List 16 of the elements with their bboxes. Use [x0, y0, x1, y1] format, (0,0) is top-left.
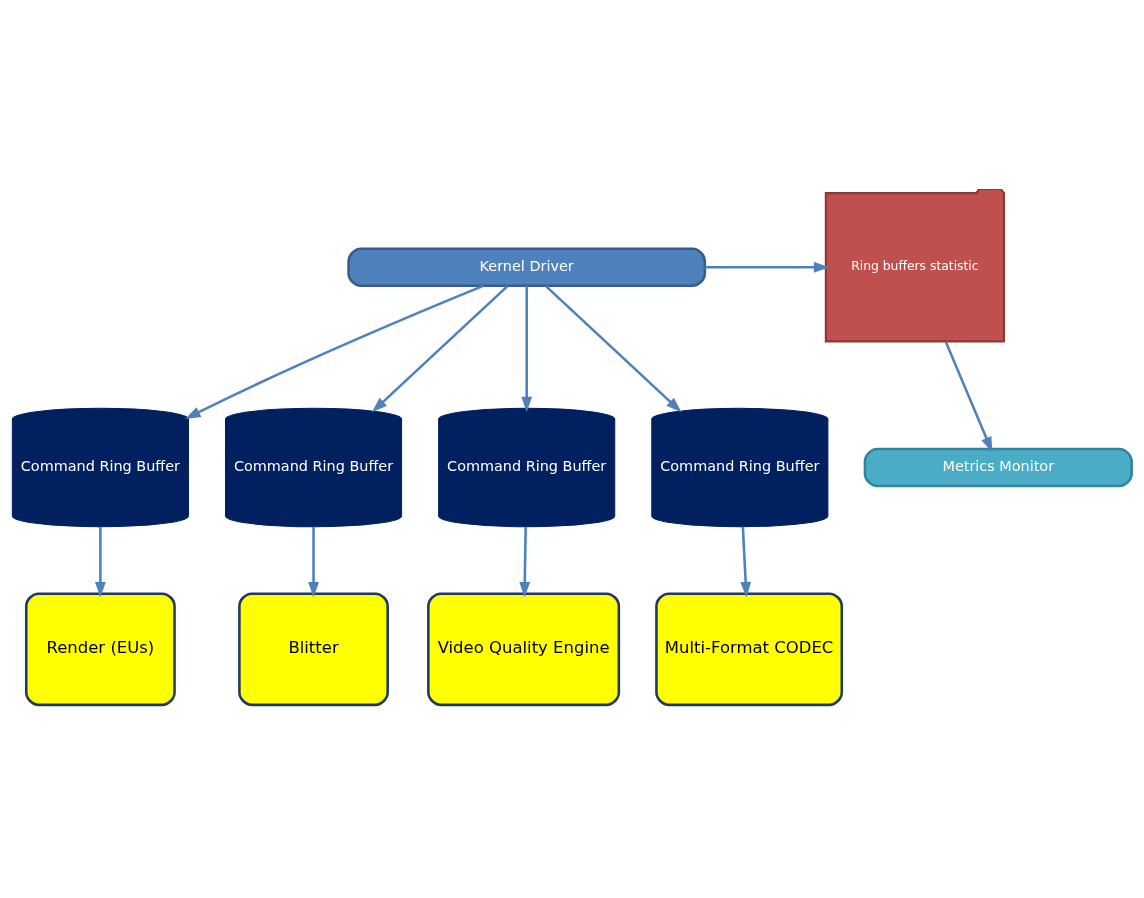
- node-box: Blitter: [238, 592, 389, 707]
- arrow: [185, 284, 484, 420]
- arrow: [94, 526, 106, 598]
- node-box: Video Quality Engine: [427, 592, 621, 707]
- node-box: Multi-Format CODEC: [655, 592, 844, 707]
- arrow: [944, 341, 993, 453]
- arrow: [740, 526, 752, 598]
- arrow: [544, 284, 682, 413]
- node-box: Metrics Monitor: [863, 447, 1133, 488]
- arrow: [521, 285, 533, 413]
- arrow: [704, 261, 830, 273]
- node-box: Kernel Driver: [347, 247, 707, 288]
- arrow: [519, 526, 531, 598]
- node-box: Render (EUs): [24, 592, 176, 707]
- arrow: [308, 526, 319, 598]
- arrow: [371, 284, 509, 413]
